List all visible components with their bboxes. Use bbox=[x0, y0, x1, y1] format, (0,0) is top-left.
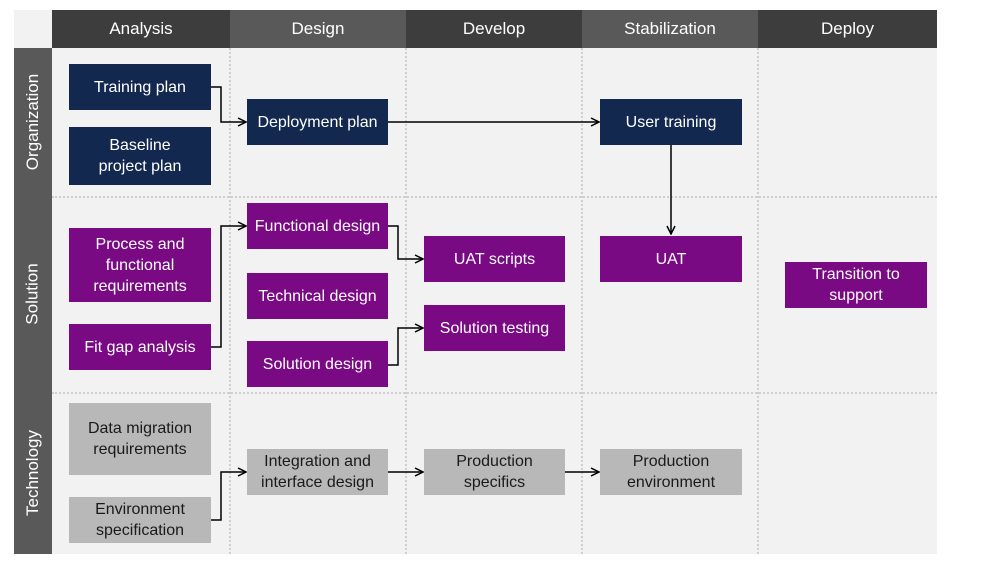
column-divider bbox=[229, 48, 231, 554]
label-line: Production bbox=[632, 453, 710, 470]
label-line: interface design bbox=[261, 474, 374, 491]
box-uat-scripts: UAT scripts bbox=[424, 236, 565, 282]
label-line: Baseline bbox=[109, 137, 171, 154]
label-line: Data migration bbox=[87, 420, 193, 437]
box-solution-testing: Solution testing bbox=[424, 305, 565, 351]
box-fit-gap-analysis: Fit gap analysis bbox=[69, 324, 211, 370]
box-environment-specification: Environment specification bbox=[69, 497, 211, 543]
label-line: support bbox=[829, 287, 883, 304]
box-training-plan: Training plan bbox=[69, 64, 211, 110]
column-header-design: Design bbox=[230, 10, 406, 48]
arrow-training-to-deployment bbox=[211, 86, 246, 122]
label-line: project plan bbox=[98, 158, 182, 175]
label-line: Production bbox=[456, 453, 533, 470]
box-transition-to-support: Transition to support bbox=[785, 262, 927, 308]
row-divider bbox=[52, 196, 937, 198]
box-production-specifics: Production specifics bbox=[424, 449, 565, 495]
row-header-technology: Technology bbox=[14, 392, 52, 554]
column-header-stabilization: Stabilization bbox=[582, 10, 758, 48]
box-technical-design: Technical design bbox=[247, 273, 388, 319]
row-divider bbox=[52, 392, 937, 394]
label-line: specifics bbox=[463, 474, 526, 491]
box-uat: UAT bbox=[600, 236, 742, 282]
label-line: Transition to bbox=[812, 266, 900, 283]
column-header-analysis: Analysis bbox=[52, 10, 230, 48]
column-divider bbox=[581, 48, 583, 554]
label-line: Integration and bbox=[264, 453, 371, 470]
box-data-migration-requirements: Data migration requirements bbox=[69, 403, 211, 475]
arrow-solution-design-to-testing bbox=[388, 328, 423, 366]
row-header-solution: Solution bbox=[14, 196, 52, 392]
box-user-training: User training bbox=[600, 99, 742, 145]
label-line: Environment bbox=[95, 501, 185, 518]
box-solution-design: Solution design bbox=[247, 341, 388, 387]
arrow-functional-to-uat-scripts bbox=[388, 225, 423, 259]
row-header-organization: Organization bbox=[14, 48, 52, 196]
label-line: specification bbox=[95, 522, 185, 539]
label-line: functional bbox=[105, 256, 175, 274]
box-functional-design: Functional design bbox=[247, 203, 388, 249]
column-header-deploy: Deploy bbox=[758, 10, 937, 48]
arrow-env-to-integration bbox=[211, 472, 246, 521]
column-divider bbox=[405, 48, 407, 554]
label-line: requirements bbox=[93, 441, 187, 458]
label-line: requirements bbox=[93, 277, 187, 295]
column-divider bbox=[757, 48, 759, 554]
label-line: environment bbox=[626, 474, 716, 491]
box-deployment-plan: Deployment plan bbox=[247, 99, 388, 145]
column-header-develop: Develop bbox=[406, 10, 582, 48]
box-baseline-project-plan: Baseline project plan bbox=[69, 127, 211, 185]
label-line: Process and bbox=[95, 235, 185, 253]
box-process-functional-requirements: Process and functional requirements bbox=[69, 228, 211, 302]
arrow-fitgap-to-functional bbox=[211, 226, 246, 348]
box-integration-interface-design: Integration and interface design bbox=[247, 449, 388, 495]
box-production-environment: Production environment bbox=[600, 449, 742, 495]
